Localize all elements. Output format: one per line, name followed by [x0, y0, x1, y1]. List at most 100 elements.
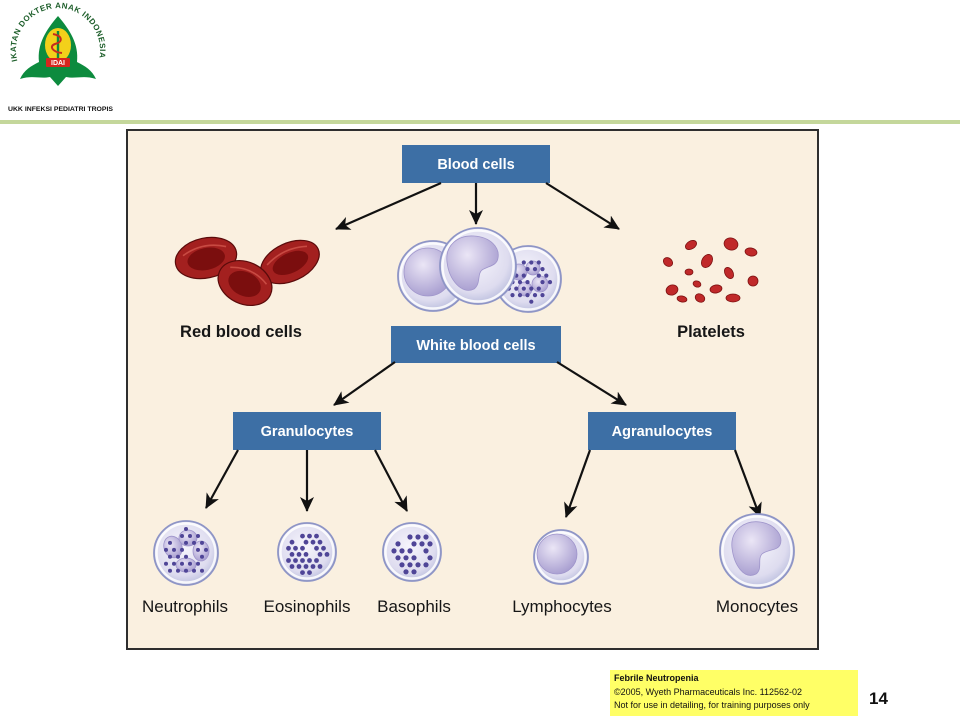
granule [415, 562, 421, 568]
arrow-to-red-blood-cells [335, 181, 442, 231]
note-copyright: ©2005, Wyeth Pharmaceuticals Inc. 112562… [614, 686, 802, 697]
label-basophils: Basophils [377, 597, 451, 616]
granule [196, 547, 200, 552]
note-disclaimer: Not for use in detailing, for training p… [614, 700, 810, 710]
granule [407, 534, 413, 540]
platelet [684, 268, 694, 276]
granule [411, 569, 417, 575]
granule [300, 545, 305, 551]
granule [176, 568, 180, 573]
granule [514, 286, 519, 291]
granule [180, 561, 184, 566]
arrow-to-neutrophils [205, 449, 239, 509]
lymphocyte-illustration [533, 529, 589, 585]
node-agranulocytes: Agranulocytes [588, 412, 736, 450]
granule [536, 273, 541, 278]
idai-logo: IKATAN DOKTER ANAK INDONESIA IDAI [9, 1, 107, 86]
granule [324, 552, 330, 557]
granule [317, 564, 323, 569]
granule [184, 527, 188, 531]
granule [176, 554, 180, 559]
granule [296, 564, 302, 569]
granule [529, 286, 534, 291]
logo-snake-icon [50, 33, 63, 54]
granule [427, 555, 433, 561]
granules [164, 527, 208, 573]
granule [510, 293, 515, 298]
granule [172, 561, 176, 566]
granule [540, 280, 545, 285]
granule [423, 562, 429, 568]
granule [286, 558, 291, 563]
granule [544, 273, 549, 278]
granule [517, 293, 523, 298]
eosinophil-illustration [277, 522, 337, 582]
monocyte-illustration [719, 513, 795, 589]
granule [536, 260, 541, 265]
granule [184, 554, 188, 559]
blood-cell-diagram: Blood cells White blood cells Granulocyt… [126, 129, 819, 650]
diagram-frame [126, 129, 819, 650]
granule [403, 569, 409, 575]
arrow-to-lymphocytes [564, 449, 592, 518]
granule [307, 570, 312, 575]
granule [180, 534, 184, 538]
red-blood-cell [217, 259, 273, 307]
arrow-to-platelets [545, 182, 620, 230]
granule [525, 280, 530, 285]
granule [300, 533, 305, 539]
granule [303, 552, 309, 557]
granule [547, 280, 553, 285]
granule [532, 267, 538, 272]
granule [317, 539, 323, 545]
granule [293, 545, 298, 551]
granule [188, 561, 192, 566]
platelet [724, 267, 734, 279]
header-divider [0, 120, 960, 124]
white-blood-cells-illustration [397, 227, 562, 313]
granule [289, 564, 295, 569]
node-box [588, 412, 736, 450]
arrow-to-agranulocytes [556, 361, 627, 406]
node-label: White blood cells [416, 338, 535, 354]
granule [395, 541, 401, 547]
granule [293, 558, 298, 563]
granule [204, 547, 208, 552]
platelet [725, 293, 741, 303]
unit-name: UKK INFEKSI PEDIATRI TROPIS [8, 106, 113, 113]
neutrophil-illustration [153, 520, 219, 586]
granule [427, 541, 433, 547]
granule [168, 540, 172, 545]
granule [521, 273, 526, 278]
node-blood-cells: Blood cells [402, 145, 550, 183]
granule [540, 293, 545, 298]
node-box [402, 145, 550, 183]
node-granulocytes: Granulocytes [233, 412, 381, 450]
platelets-illustration [662, 237, 759, 303]
arrow-to-granulocytes [333, 361, 396, 406]
node-white-blood-cells: White blood cells [391, 326, 561, 363]
granule [521, 286, 526, 291]
granule [529, 260, 534, 265]
platelet [694, 293, 706, 303]
platelet [747, 275, 759, 287]
granule [286, 545, 291, 551]
label-neutrophils: Neutrophils [142, 597, 228, 616]
platelet [709, 284, 723, 294]
granule [307, 558, 312, 563]
platelet [665, 284, 679, 296]
granule [303, 564, 309, 569]
label-lymphocytes: Lymphocytes [512, 597, 612, 616]
arrow-to-basophils [374, 449, 408, 512]
label-eosinophils: Eosinophils [264, 597, 351, 616]
granule [200, 568, 204, 573]
granule [536, 286, 541, 291]
granule [521, 260, 526, 265]
granule [407, 548, 413, 554]
granule [310, 564, 316, 569]
granules [391, 534, 433, 575]
granule [403, 555, 409, 561]
granules [286, 533, 330, 575]
granule [540, 267, 545, 272]
granule [411, 541, 417, 547]
